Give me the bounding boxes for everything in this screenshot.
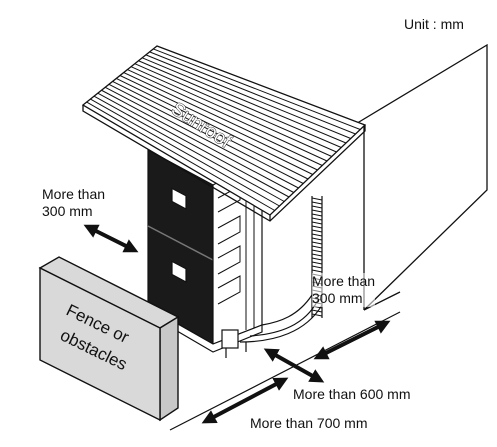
left-clearance-line2: 300 mm	[42, 203, 93, 219]
hose-ring	[311, 245, 323, 249]
front-700-clearance-label: More than 700 mm	[250, 415, 368, 431]
hose-ring	[311, 265, 323, 269]
roof-slat	[104, 86, 299, 189]
right-clearance-label: More than 300 mm	[312, 273, 376, 307]
hose-ring	[311, 225, 323, 229]
roof-slat	[138, 60, 342, 148]
roof-slat	[145, 54, 351, 139]
left-clearance-arrow	[83, 224, 139, 253]
roof-slat	[93, 95, 285, 202]
front-600-clearance-label: More than 600 mm	[293, 386, 411, 402]
hose-ring	[311, 249, 323, 253]
roof-slat	[116, 78, 313, 175]
left-clearance-label: More than 300 mm	[42, 186, 105, 220]
roof-slat	[119, 75, 318, 171]
hose-ring	[311, 213, 323, 217]
hose-ring	[311, 253, 323, 257]
roof-slat	[123, 72, 323, 166]
hose-ring	[311, 313, 323, 317]
hose-ring	[311, 309, 323, 313]
sunroof: Sunroof	[81, 45, 367, 222]
hose-ring	[311, 217, 323, 221]
roof-slat	[142, 57, 347, 144]
hose-ring	[311, 257, 323, 261]
hose-ring	[311, 197, 323, 201]
roof-slat	[112, 80, 309, 180]
roof-slat	[153, 48, 361, 130]
roof-slat	[130, 66, 332, 157]
unit-label: Unit : mm	[404, 16, 464, 32]
hose-ring	[311, 205, 323, 209]
front-600-clearance-arrow	[263, 348, 325, 383]
right-clearance-arrow	[313, 320, 391, 360]
roof-slat	[86, 101, 275, 211]
right-clearance-line1: More than	[312, 273, 376, 289]
outdoor-unit	[147, 148, 263, 358]
roof-slat	[97, 92, 290, 198]
hose-ring	[311, 261, 323, 265]
roof-slat	[90, 98, 280, 207]
hose-ring	[311, 241, 323, 245]
upper-fan-grille	[171, 187, 187, 210]
front-700-clearance-arrow	[201, 377, 289, 424]
roof-slat	[101, 89, 294, 193]
clearance-arrows	[83, 224, 391, 424]
obstacle-right-side	[159, 315, 179, 422]
obstacle-front	[39, 266, 161, 422]
roof-slat	[149, 51, 356, 135]
lower-fan-grille	[171, 260, 187, 283]
hose-ring	[311, 237, 323, 241]
roof-slat	[127, 69, 328, 162]
hose-ring	[311, 229, 323, 233]
right-clearance-line2: 300 mm	[312, 290, 363, 306]
hose-ring	[311, 201, 323, 205]
hose-ring	[311, 233, 323, 237]
roof-slat	[108, 83, 304, 184]
hose-ring	[311, 269, 323, 273]
hose-ring	[311, 221, 323, 225]
roof-slat	[134, 63, 337, 153]
building-wall	[353, 43, 488, 311]
left-clearance-line1: More than	[42, 186, 106, 202]
fence-obstacle: Fence or obstacles	[38, 256, 180, 422]
hose-ring	[311, 209, 323, 213]
